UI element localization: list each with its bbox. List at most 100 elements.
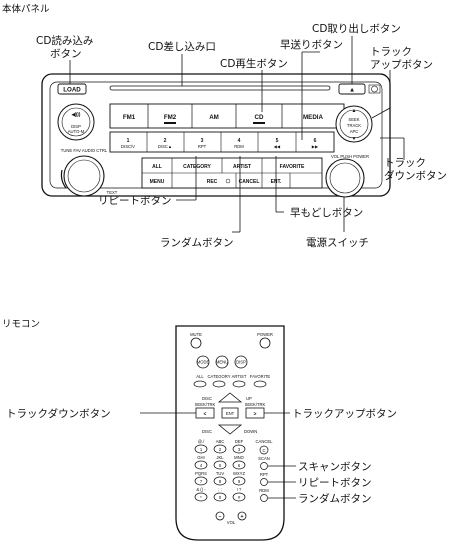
svg-text:DOWN: DOWN: [244, 429, 257, 434]
remote-key-0[interactable]: ; : 0: [213, 487, 227, 502]
media-button[interactable]: MEDIA: [303, 114, 323, 121]
rec-button[interactable]: REC: [207, 178, 231, 185]
seek-track-button[interactable]: ▲ SEEK TRACK APC ▼: [335, 105, 373, 143]
remote-vol-up-button[interactable]: +: [237, 511, 247, 521]
remote-key-6[interactable]: MNO 6: [232, 455, 246, 470]
fm1-button[interactable]: FM1: [123, 114, 136, 121]
remote-ent-button[interactable]: ENT: [221, 407, 239, 419]
remote-cancel-button[interactable]: CANCEL C: [256, 439, 274, 455]
artist-button[interactable]: ARTIST: [233, 164, 251, 170]
disp-auto-m-button[interactable]: ◀))) DISP AUTO-M: [57, 103, 95, 141]
svg-text:+: +: [241, 514, 244, 520]
svg-text:5: 5: [276, 138, 279, 144]
svg-text:SEEK: SEEK: [348, 117, 359, 122]
fm2-button[interactable]: FM2: [164, 114, 177, 124]
remote-key-1[interactable]: @./ 1: [194, 439, 208, 454]
remote-callouts: [140, 412, 296, 499]
remote-label-scan: スキャンボタン: [298, 461, 372, 473]
head-unit-callouts: [69, 36, 405, 233]
cd-button[interactable]: CD: [253, 114, 265, 124]
svg-text:FM1: FM1: [123, 114, 136, 121]
svg-text:MUTE: MUTE: [190, 332, 202, 337]
remote-keypad: @./ 1 ABC 2 DEF 3 GHI 4 JKL: [194, 439, 246, 502]
svg-text:SEEK/TRK: SEEK/TRK: [195, 402, 216, 407]
remote-menu-button[interactable]: MENU: [215, 355, 229, 369]
svg-text:ARTIST: ARTIST: [232, 374, 247, 379]
label-track-up: トラック: [370, 46, 412, 58]
preset-button-2[interactable]: 2 DISC▲: [158, 138, 172, 149]
remote-key-star[interactable]: & () - *: [194, 487, 208, 502]
volume-power-knob[interactable]: VOL PUSH POWER: [325, 154, 369, 198]
preset-button-6[interactable]: 6 ▶▶: [312, 138, 319, 149]
label-fast-forward: 早送りボタン: [280, 38, 343, 51]
remote-label-random: ランダムボタン: [298, 492, 372, 505]
svg-text:VOL PUSH POWER: VOL PUSH POWER: [331, 154, 369, 159]
remote-mute-button[interactable]: MUTE: [190, 332, 202, 349]
svg-text:RPT: RPT: [198, 144, 207, 149]
svg-text:5: 5: [219, 463, 222, 468]
svg-text:TUV: TUV: [216, 471, 225, 476]
svg-text:MNO: MNO: [234, 455, 245, 460]
remote-key-9[interactable]: WXYZ 9: [232, 471, 246, 486]
favorite-button[interactable]: FAVORITE: [280, 164, 305, 170]
svg-text:MODE: MODE: [197, 360, 210, 365]
remote-seek-right-button[interactable]: > SEEK/TRK: [245, 402, 266, 419]
remote-disp-button[interactable]: DISP: [234, 355, 248, 369]
label-cd-play: CD再生ボタン: [220, 57, 288, 70]
remote-disc-down-button[interactable]: DISC DOWN: [202, 424, 257, 435]
speaker-icon: ◀))): [71, 112, 81, 118]
remote-mode-button[interactable]: MODE: [196, 355, 210, 369]
remote-key-8[interactable]: TUV 8: [213, 471, 227, 486]
remote-rpt-button[interactable]: RPT: [260, 472, 269, 486]
all-button[interactable]: ALL: [152, 164, 162, 170]
remote-seek-left-button[interactable]: < SEEK/TRK: [195, 402, 216, 419]
svg-text:SCAN: SCAN: [258, 456, 270, 461]
svg-text:LOAD: LOAD: [63, 87, 81, 94]
svg-text:MEDIA: MEDIA: [303, 114, 323, 121]
eject-button[interactable]: ▲: [338, 83, 366, 95]
svg-text:TEXT: TEXT: [107, 190, 118, 195]
remote-key-4[interactable]: GHI 4: [194, 455, 208, 470]
remote-key-2[interactable]: ABC 2: [213, 439, 227, 454]
remote-rdm-button[interactable]: RDM: [259, 488, 269, 502]
preset-button-row: 1 DISC/V 2 DISC▲ 3 RPT 4 RDM 5 ◀◀ 6 ▶▶: [109, 131, 335, 153]
svg-text:#: #: [238, 495, 241, 500]
remote-power-button[interactable]: POWER: [257, 332, 273, 349]
preset-button-5[interactable]: 5 ◀◀: [274, 138, 281, 149]
load-button[interactable]: LOAD: [57, 83, 87, 95]
svg-text:JKL: JKL: [216, 455, 224, 460]
remote-key-7[interactable]: PQRS 7: [194, 471, 208, 486]
svg-text:TUNE FAV AUDIO CTRL: TUNE FAV AUDIO CTRL: [61, 148, 108, 153]
remote-vol-down-button[interactable]: −: [215, 511, 225, 521]
svg-text:▲: ▲: [349, 87, 355, 94]
remote-favorite-button[interactable]: FAVORITE: [250, 374, 271, 388]
preset-button-3[interactable]: 3 RPT: [198, 138, 207, 149]
svg-text:1: 1: [200, 447, 203, 452]
preset-button-4[interactable]: 4 RDM: [234, 138, 244, 149]
remote-all-button[interactable]: ALL: [193, 374, 207, 388]
svg-text:RDM: RDM: [259, 488, 269, 493]
svg-text:POWER: POWER: [257, 332, 273, 337]
label-random: ランダムボタン: [160, 236, 234, 249]
svg-text:4: 4: [200, 463, 203, 468]
remote-category-button[interactable]: CATEGORY: [207, 374, 231, 388]
menu-button[interactable]: MENU: [150, 179, 165, 185]
source-button-row: FM1 FM2 AM CD MEDIA: [109, 103, 345, 129]
remote-key-5[interactable]: JKL 5: [213, 455, 227, 470]
remote-artist-button[interactable]: ARTIST: [232, 374, 247, 388]
svg-text:FAVORITE: FAVORITE: [280, 164, 305, 170]
remote-scan-button[interactable]: SCAN: [258, 456, 270, 470]
am-button[interactable]: AM: [209, 114, 219, 121]
svg-text:8: 8: [219, 479, 222, 484]
svg-text:AM: AM: [209, 114, 219, 121]
preset-button-1[interactable]: 1 DISC/V: [121, 138, 135, 149]
svg-text:RDM: RDM: [234, 144, 244, 149]
svg-text:SEEK/TRK: SEEK/TRK: [245, 402, 266, 407]
cancel-button[interactable]: CANCEL: [239, 179, 260, 185]
tune-knob[interactable]: TUNE FAV AUDIO CTRL TEXT: [61, 148, 118, 197]
remote-disc-up-button[interactable]: DISC UP: [202, 392, 252, 403]
remote-key-3[interactable]: DEF 3: [232, 439, 246, 454]
remote-key-hash[interactable]: ! ? #: [232, 487, 246, 502]
category-button[interactable]: CATEGORY: [183, 164, 211, 170]
svg-text:9: 9: [238, 479, 241, 484]
